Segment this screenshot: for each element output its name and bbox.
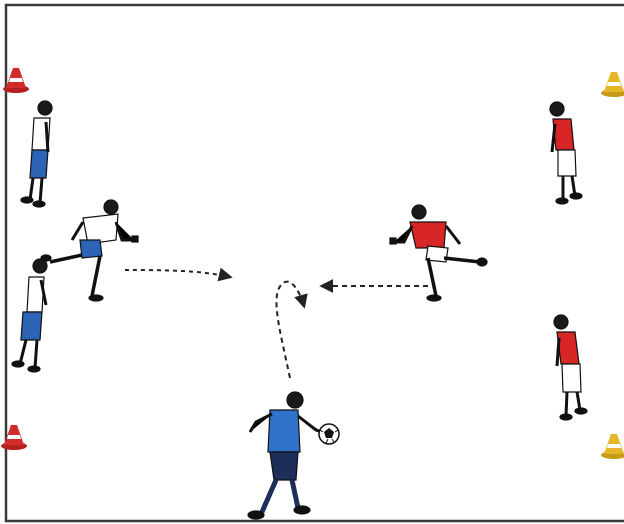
yellow-cone-bottom-right bbox=[601, 434, 624, 459]
arrow-from-coach bbox=[276, 282, 304, 378]
arrow-from-white-runner bbox=[125, 270, 230, 277]
red-player-running bbox=[390, 205, 487, 301]
white-player-running bbox=[41, 200, 138, 301]
red-player-standing-top bbox=[550, 102, 582, 204]
red-player-standing-bottom bbox=[554, 315, 587, 420]
white-player-standing-bottom bbox=[12, 259, 47, 372]
soccer-ball bbox=[319, 424, 339, 444]
white-player-standing-top bbox=[21, 101, 52, 207]
yellow-cone-top-right bbox=[601, 72, 624, 97]
coach bbox=[248, 392, 322, 519]
